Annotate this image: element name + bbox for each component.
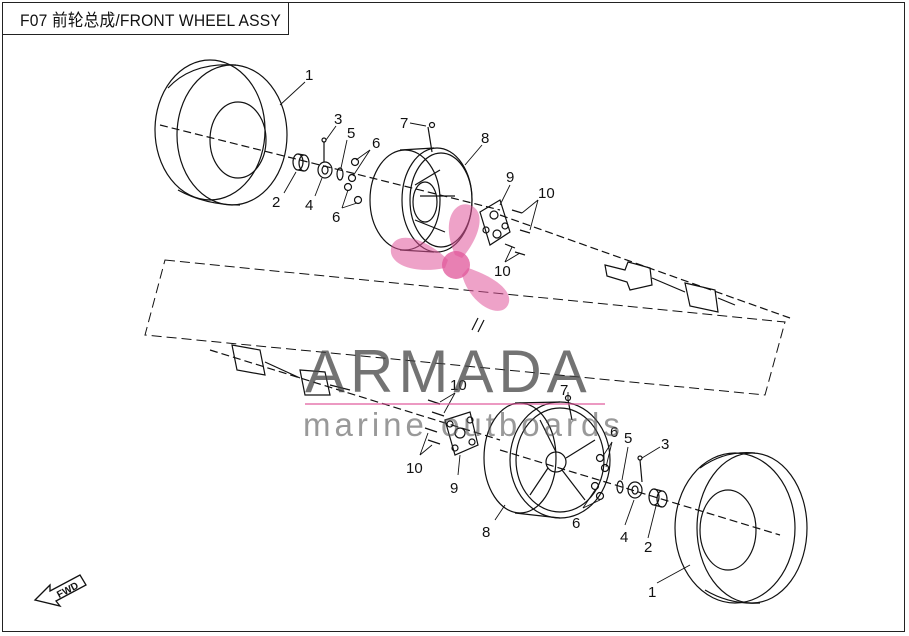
callout-7-top: 7: [400, 115, 408, 132]
callout-3-top: 3: [334, 111, 342, 128]
watermark-tagline: marine outboards: [303, 406, 624, 443]
driveshaft-bottom: [209, 344, 501, 441]
callout-4-bottom: 4: [620, 529, 628, 546]
watermark-brand: ARMADA: [305, 338, 592, 405]
callout-10a-bottom: 10: [450, 377, 467, 394]
callout-6b-bottom: 6: [572, 515, 580, 532]
callout-7-bottom: 7: [560, 382, 568, 399]
fwd-label: FWD: [55, 580, 80, 600]
part-4-top: [317, 161, 333, 179]
callout-1-bottom: 1: [648, 584, 656, 601]
callout-6a-top: 6: [372, 135, 380, 152]
tire-top: [154, 59, 288, 206]
callout-10b-bottom: 10: [406, 460, 423, 477]
hub-bottom: [444, 411, 479, 456]
callout-9-top: 9: [506, 169, 514, 186]
callout-6b-top: 6: [332, 209, 340, 226]
callout-8-bottom: 8: [482, 524, 490, 541]
callout-8-top: 8: [481, 130, 489, 147]
callout-10a-top: 10: [538, 185, 555, 202]
fwd-arrow-icon: [33, 574, 87, 608]
watermark: ARMADA marine outboards: [303, 204, 624, 443]
callout-2-bottom: 2: [644, 539, 652, 556]
callout-6a-bottom: 6: [610, 424, 618, 441]
callout-1-top: 1: [305, 67, 313, 84]
rim-bottom: [483, 401, 611, 519]
tire-bottom: [674, 451, 808, 604]
propeller-logo-icon: [390, 204, 510, 311]
callout-5-bottom: 5: [624, 430, 632, 447]
part-2-top: [292, 153, 310, 172]
driveshaft-top: [499, 214, 791, 319]
callout-4-top: 4: [305, 197, 313, 214]
callout-9-bottom: 9: [450, 480, 458, 497]
callout-5-top: 5: [347, 125, 355, 142]
callout-2-top: 2: [272, 194, 280, 211]
hub-top: [479, 199, 511, 246]
callout-10b-top: 10: [494, 263, 511, 280]
title-box: F07 前轮总成/FRONT WHEEL ASSY: [2, 2, 289, 35]
page-title: F07 前轮总成/FRONT WHEEL ASSY: [20, 10, 281, 30]
callout-3-bottom: 3: [661, 436, 669, 453]
